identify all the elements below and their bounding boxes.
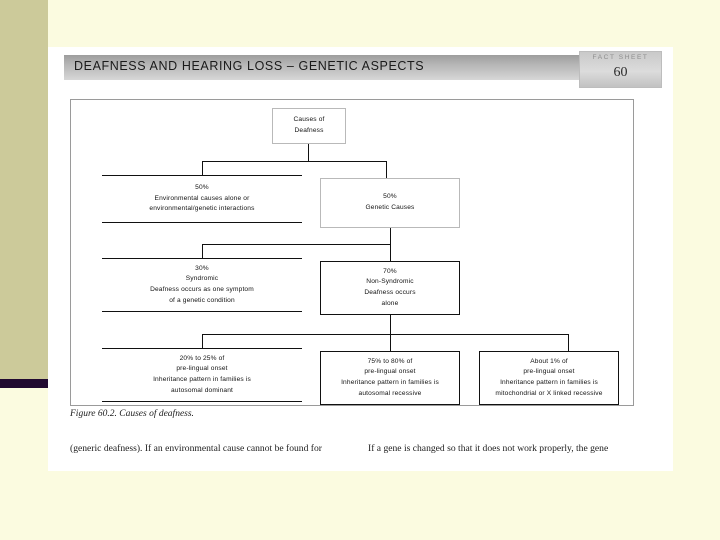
- node-causes-of-deafness: Causes of Deafness: [272, 108, 346, 144]
- connector-level1-bus: [202, 161, 387, 163]
- scanned-page: DEAFNESS AND HEARING LOSS – GENETIC ASPE…: [48, 47, 673, 471]
- figure-caption: Figure 60.2. Causes of deafness.: [70, 409, 194, 419]
- connector-level3-bus: [202, 334, 569, 336]
- body-text-column-1: (generic deafness). If an environmental …: [70, 443, 322, 454]
- node-syndromic: 30% Syndromic Deafness occurs as one sym…: [102, 258, 302, 312]
- connector-level1-left-drop: [202, 161, 204, 176]
- header-band: [64, 55, 579, 80]
- fact-sheet-badge: FACT SHEET 60: [579, 51, 662, 88]
- node-non-syndromic: 70% Non-Syndromic Deafness occurs alone: [320, 261, 460, 315]
- slide-accent-stripe: [0, 379, 48, 388]
- connector-genetic-stem: [390, 228, 392, 245]
- node-autosomal-dominant: 20% to 25% of pre-lingual onset Inherita…: [102, 348, 302, 402]
- body-text-column-2: If a gene is changed so that it does not…: [368, 443, 609, 454]
- connector-level2-left-drop: [202, 244, 204, 259]
- connector-level2-right-drop: [390, 244, 392, 262]
- node-mitochondrial-x-linked: About 1% of pre-lingual onset Inheritanc…: [479, 351, 619, 405]
- fact-sheet-number: 60: [613, 65, 628, 80]
- connector-nonsyndromic-stem: [390, 315, 392, 335]
- connector-level2-bus: [202, 244, 391, 246]
- connector-level3-mid-drop: [390, 334, 392, 352]
- figure-frame: Causes of Deafness 50% Environmental cau…: [70, 99, 634, 406]
- fact-sheet-label: FACT SHEET: [592, 54, 649, 61]
- connector-root-stem: [308, 144, 310, 162]
- connector-level3-left-drop: [202, 334, 204, 349]
- node-environmental-causes: 50% Environmental causes alone or enviro…: [102, 175, 302, 223]
- node-autosomal-recessive: 75% to 80% of pre-lingual onset Inherita…: [320, 351, 460, 405]
- slide-accent-bar: [0, 0, 48, 379]
- connector-level1-right-drop: [386, 161, 388, 179]
- page-title: DEAFNESS AND HEARING LOSS – GENETIC ASPE…: [74, 59, 425, 73]
- connector-level3-right-drop: [568, 334, 570, 352]
- node-genetic-causes: 50% Genetic Causes: [320, 178, 460, 228]
